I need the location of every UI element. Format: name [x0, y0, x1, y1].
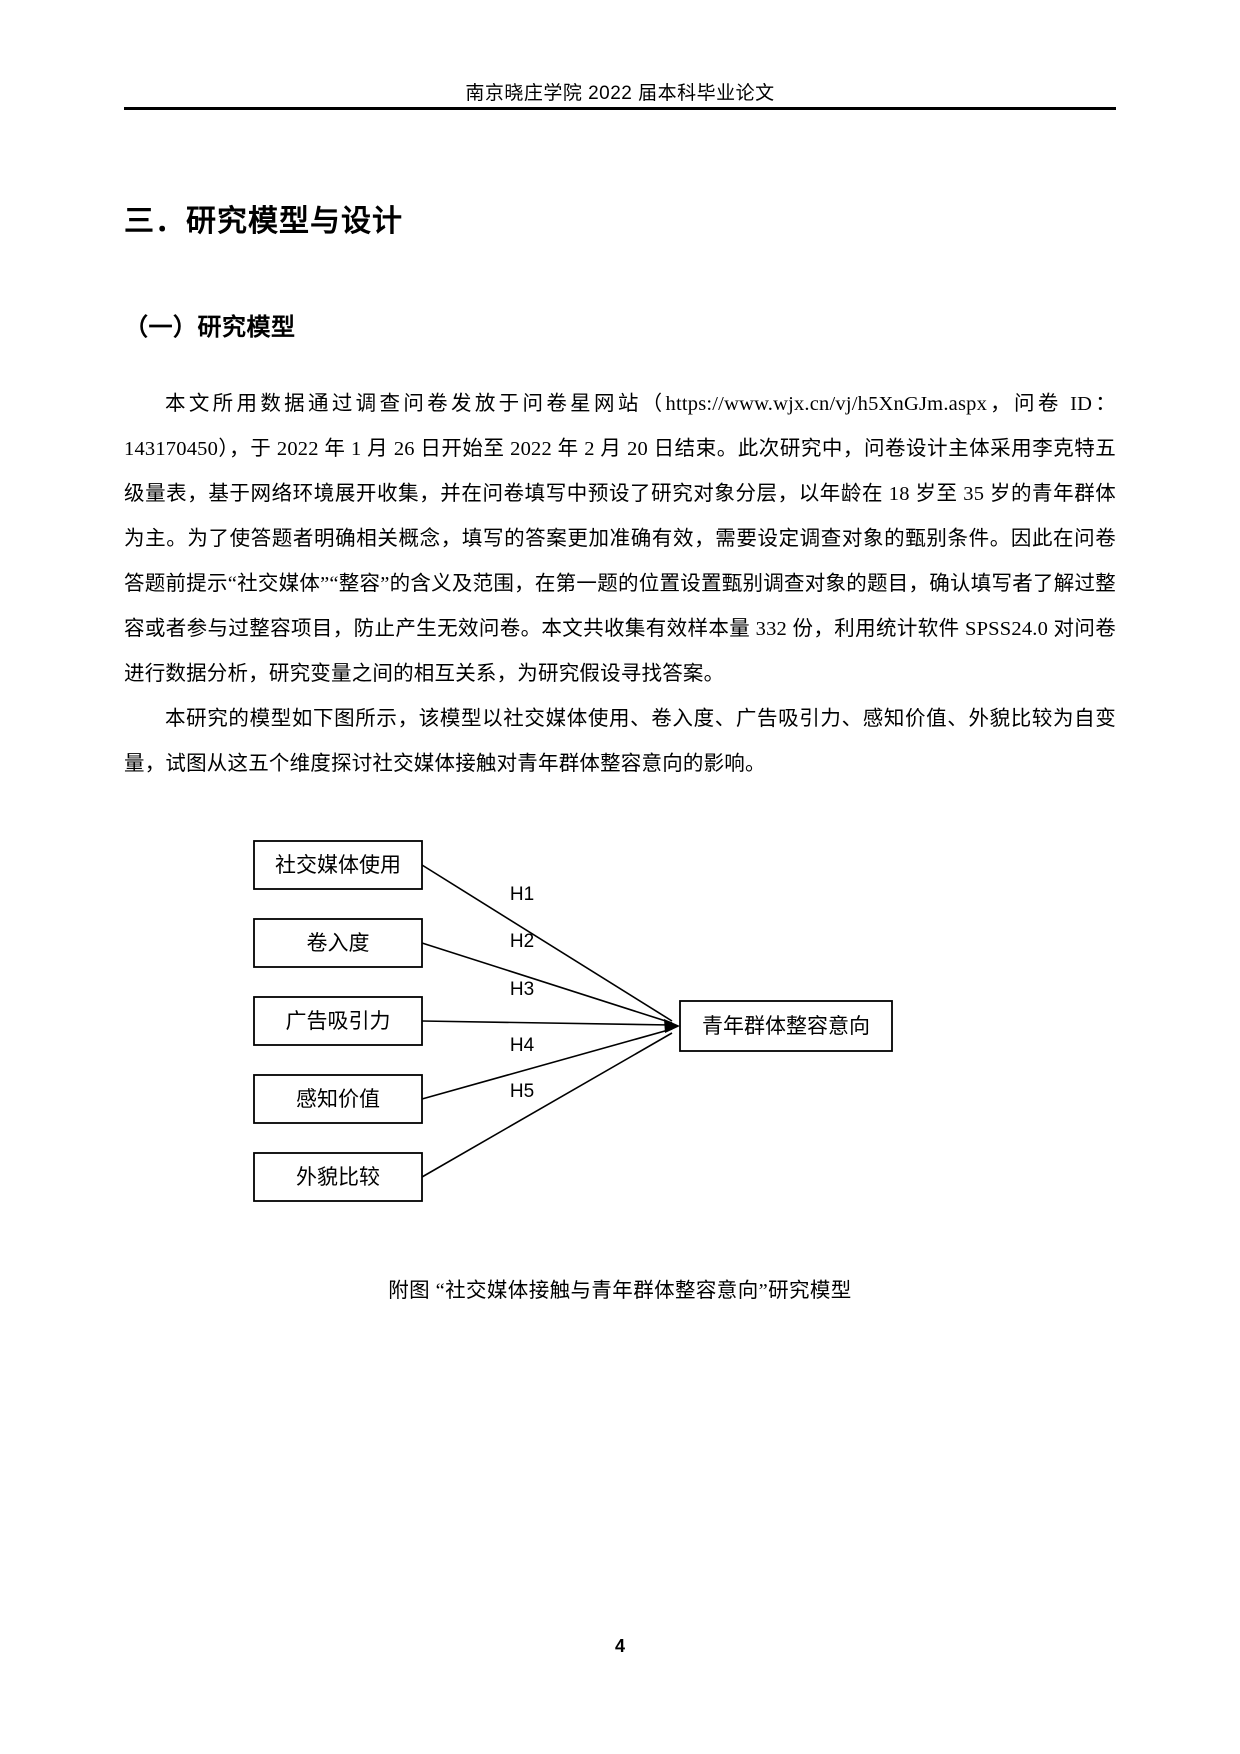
hypothesis-label-h5: H5	[510, 1081, 534, 1102]
connector-h1	[421, 864, 673, 1022]
connector-h3	[421, 1020, 673, 1026]
section-heading: 三．研究模型与设计	[124, 205, 403, 238]
hypothesis-label-h3: H3	[510, 979, 534, 1000]
figure-caption: 附图 “社交媒体接触与青年群体整容意向”研究模型	[388, 1280, 852, 1302]
iv-box-group-5: 外貌比较	[253, 1152, 423, 1202]
hypothesis-label-h2: H2	[510, 931, 534, 952]
hypothesis-label-h4: H4	[510, 1035, 535, 1056]
iv-box-group-2: 卷入度	[253, 918, 423, 968]
arrow-head	[664, 1019, 680, 1033]
running-title: 南京晓庄学院 2022 届本科毕业论文	[465, 83, 775, 104]
iv-box-5	[253, 1152, 423, 1202]
connector-lines	[421, 864, 673, 1178]
dv-box-group: 青年群体整容意向	[679, 1000, 893, 1052]
dv-box	[679, 1000, 893, 1052]
paragraph-methodology: 本文所用数据通过调查问卷发放于问卷星网站（https://www.wjx.cn/…	[124, 393, 1116, 685]
connector-h5	[421, 1032, 673, 1178]
subsection-heading: （一）研究模型	[124, 314, 296, 341]
page-content: 三．研究模型与设计 （一）研究模型 本文所用数据通过调查问卷发放于问卷星网站（h…	[124, 200, 1116, 1303]
iv-box-2	[253, 918, 423, 968]
paragraph-model-intro: 本研究的模型如下图所示，该模型以社交媒体使用、卷入度、广告吸引力、感知价值、外貌…	[124, 708, 1116, 775]
connector-h4	[421, 1028, 673, 1100]
iv-label-3: 广告吸引力	[286, 1009, 391, 1033]
iv-box-group-1: 社交媒体使用	[253, 840, 423, 890]
iv-label-4: 感知价值	[296, 1087, 380, 1111]
iv-box-3	[253, 996, 423, 1046]
iv-label-2: 卷入度	[307, 931, 370, 955]
hypothesis-label-h1: H1	[510, 884, 534, 905]
iv-box-1	[253, 840, 423, 890]
dv-label: 青年群体整容意向	[702, 1014, 870, 1038]
iv-box-group-4: 感知价值	[253, 1074, 423, 1124]
research-model-diagram: 社交媒体使用 卷入度 广告吸引力 感知价值 外貌比较	[124, 835, 1116, 1235]
model-svg: 社交媒体使用 卷入度 广告吸引力 感知价值 外貌比较	[253, 840, 893, 1202]
iv-box-group-3: 广告吸引力	[253, 996, 423, 1046]
iv-label-5: 外貌比较	[296, 1165, 380, 1189]
iv-label-1: 社交媒体使用	[275, 853, 401, 877]
header-divider	[124, 107, 1116, 110]
page-number: 4	[614, 1636, 625, 1656]
iv-box-4	[253, 1074, 423, 1124]
connector-h2	[421, 942, 673, 1024]
page-header: 南京晓庄学院 2022 届本科毕业论文	[124, 78, 1116, 105]
